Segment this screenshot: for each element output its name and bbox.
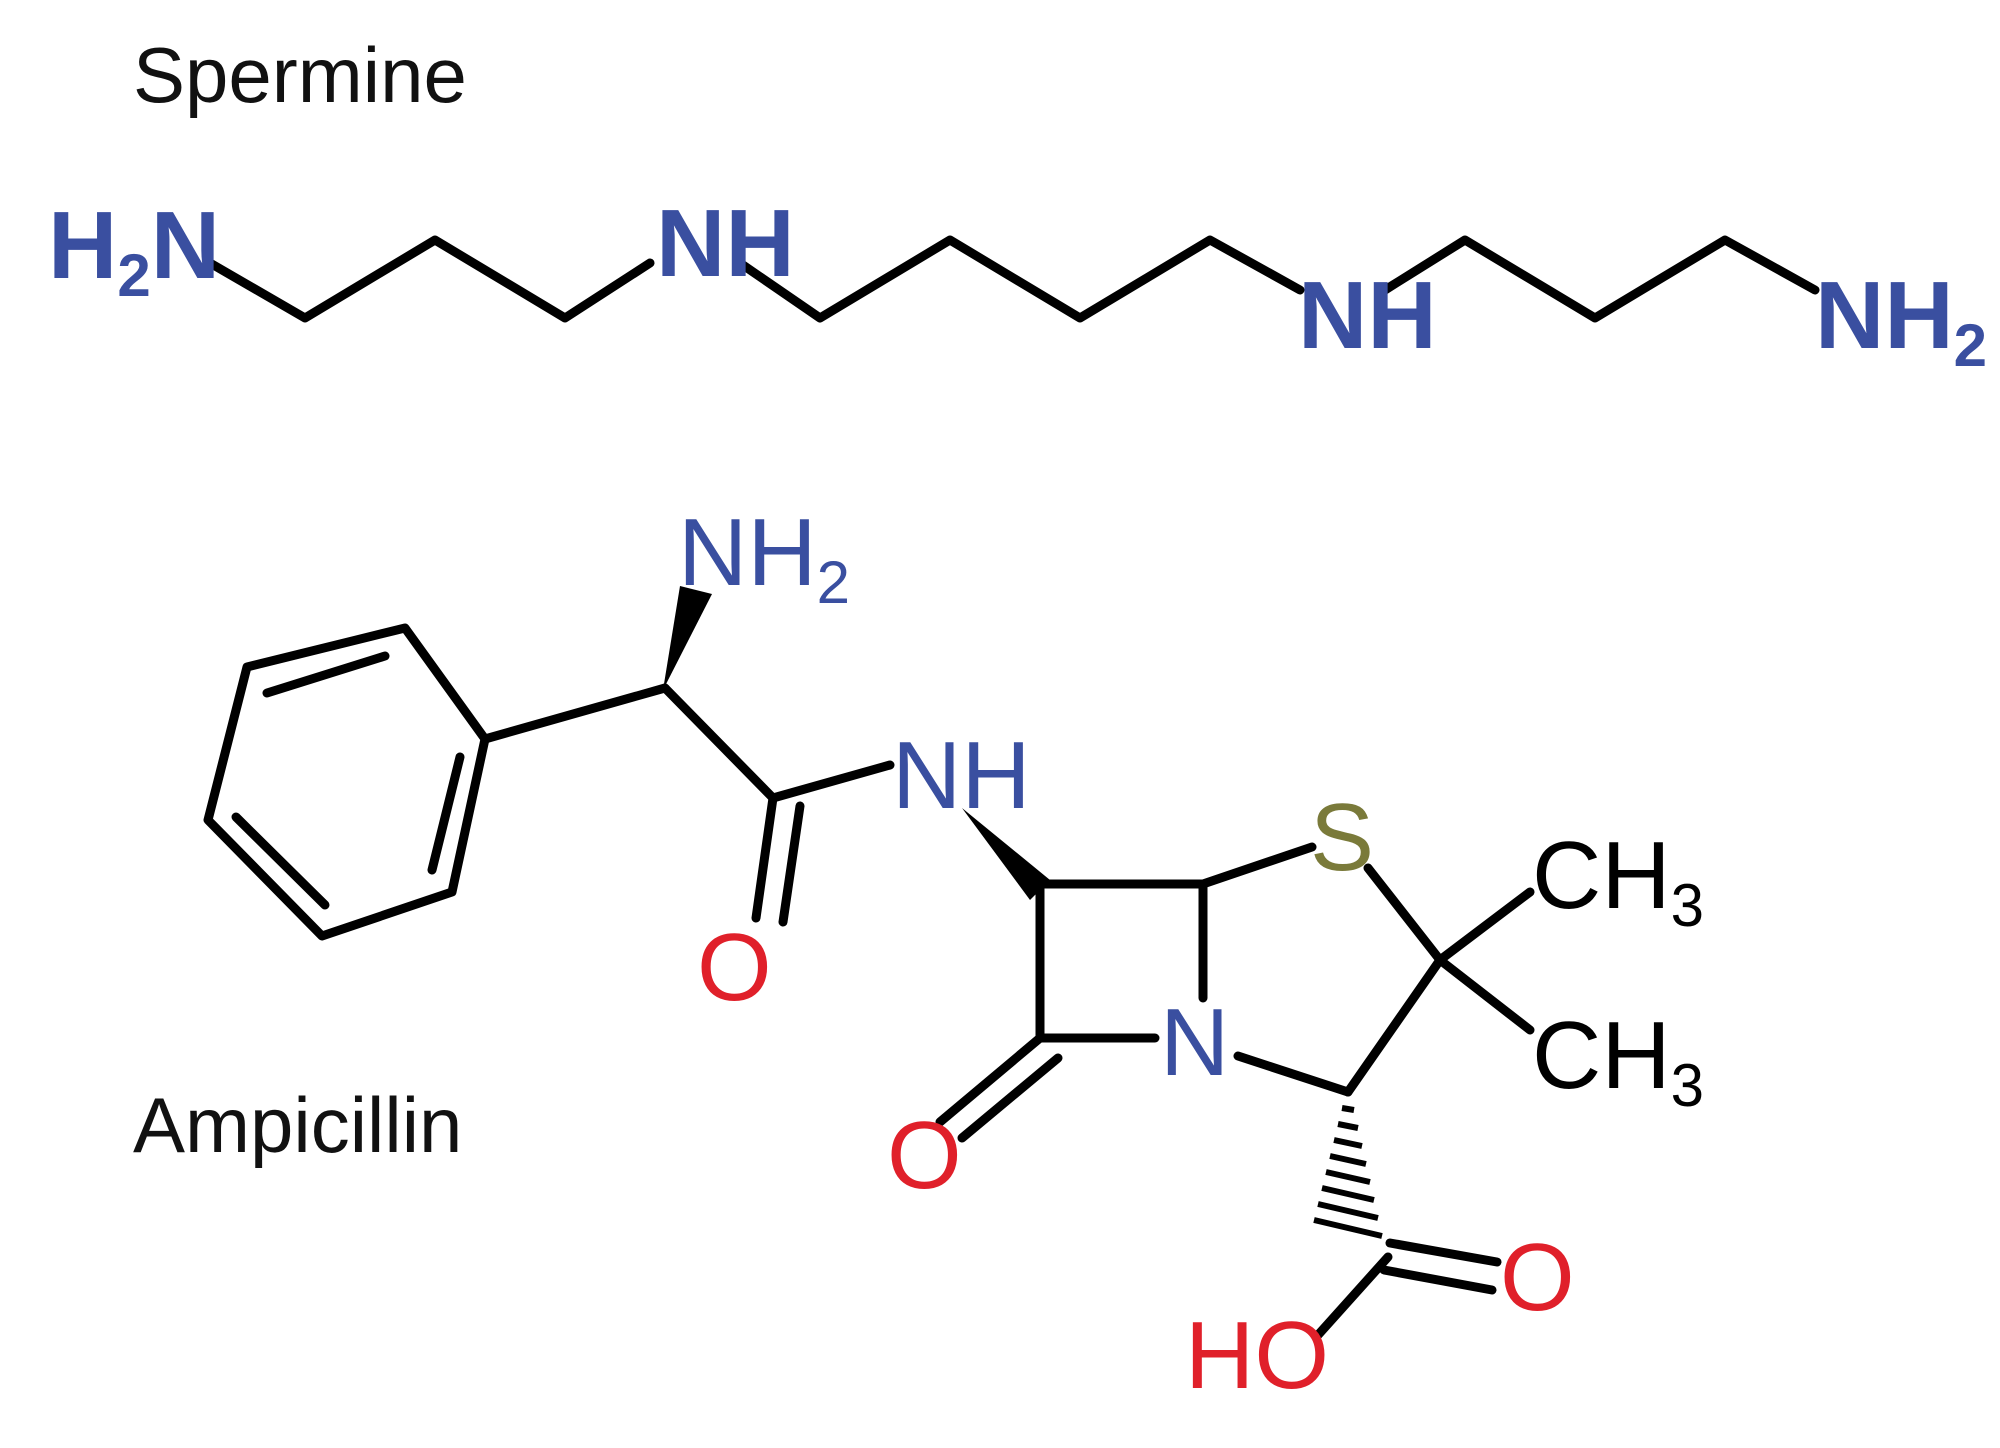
bond-lactam-o-1 [935, 1033, 1045, 1127]
ampicillin-o-lactam-label: O [887, 1102, 962, 1209]
spermine-nh2-right-label: NH2 [1815, 262, 1987, 379]
spermine-bond-chain-3 [1380, 235, 1820, 323]
ampicillin-nh-label: NH [892, 722, 1031, 829]
bond-s-cme2 [1363, 863, 1445, 965]
bond-carbonyl-o-2 [778, 801, 805, 927]
ampicillin-n-ring-label: N [1160, 989, 1229, 1096]
ampicillin-ho-acid-label: HO [1185, 1302, 1329, 1409]
bond-cme2-c3 [1343, 955, 1445, 1097]
benzene-inner-bond-2 [427, 752, 465, 875]
benzene-inner-bond-3 [231, 812, 330, 910]
ampicillin-bonds [203, 586, 1535, 1340]
bond-methyl-bottom [1435, 955, 1535, 1035]
spermine-bond-chain-1 [205, 235, 655, 323]
benzene-ring [203, 623, 490, 941]
bond-carboxyl-o-2 [1379, 1265, 1497, 1295]
bond-lactam-o-2 [957, 1053, 1063, 1143]
spermine-title: Spermine [133, 31, 467, 119]
hash-c3-carboxyl [1313, 1105, 1383, 1239]
bond-carbonyl-o-1 [751, 793, 778, 923]
ampicillin-ch3-bottom-label: CH3 [1532, 1002, 1704, 1119]
wedge-nh-lactam [962, 808, 1050, 900]
bond-carbonyl-nh [768, 760, 895, 803]
bond-c3-n [1233, 1051, 1353, 1097]
ampicillin-nh2-label: NH2 [678, 499, 850, 616]
ampicillin-title: Ampicillin [133, 1081, 462, 1169]
bond-alpha-carbonyl [660, 683, 778, 803]
spermine-h2n-left-label: H2N [48, 192, 220, 309]
spermine-bond-chain-2 [735, 235, 1305, 323]
spermine-chain [205, 235, 1820, 323]
bond-c-s [1198, 842, 1317, 889]
ampicillin-ch3-top-label: CH3 [1532, 822, 1704, 939]
bond-phenyl-alpha [480, 683, 670, 744]
bond-carboxyl-oh [1313, 1252, 1393, 1340]
spermine-nh-2-label: NH [1298, 262, 1437, 369]
bond-carboxyl-o-1 [1385, 1238, 1502, 1267]
benzene-inner-bond-1 [262, 651, 390, 698]
ampicillin-s-ring-label: S [1310, 784, 1374, 891]
bond-methyl-top [1435, 887, 1535, 965]
ampicillin-o-acid-label: O [1500, 1224, 1575, 1331]
wedge-alpha-nh2 [663, 586, 712, 690]
spermine-nh-1-label: NH [656, 190, 795, 297]
ampicillin-o-amide-label: O [697, 914, 772, 1021]
